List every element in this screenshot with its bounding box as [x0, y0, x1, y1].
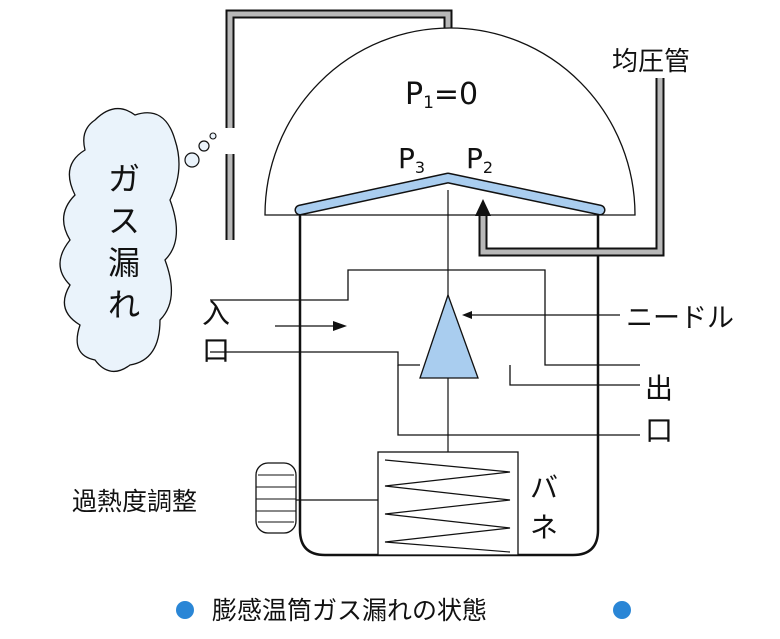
p1-label: P1=0	[405, 77, 478, 113]
outlet-char-1: 出	[645, 372, 673, 405]
spring-coil	[384, 459, 511, 553]
outlet-char-2: 口	[645, 414, 673, 447]
bullet-icon	[613, 601, 631, 619]
spring-box	[377, 451, 519, 556]
needle-label: ニードル	[626, 303, 734, 334]
superheat-label: 過熱度調整	[72, 487, 197, 516]
gas-leak-char-1: ガ	[108, 160, 140, 198]
gas-leak-cloud	[59, 108, 217, 372]
spring-char-2: ネ	[530, 511, 558, 544]
equalizer-label: 均圧管	[612, 47, 690, 77]
needle-pointer-icon	[462, 311, 472, 319]
spring-char-1: バ	[530, 471, 558, 504]
caption: 膨感温筒ガス漏れの状態	[212, 596, 487, 625]
inlet-char-1: 入	[202, 297, 230, 330]
needle-cone	[419, 293, 479, 379]
gas-leak-char-2: ス	[108, 202, 140, 240]
inlet-arrow-icon	[333, 321, 347, 331]
inlet-char-2: 口	[202, 334, 230, 367]
p3-label: P3	[398, 142, 425, 177]
arrow-up-icon	[475, 199, 491, 216]
bullet-icon	[176, 601, 194, 619]
p2-label: P2	[466, 142, 493, 177]
gas-leak-char-4: れ	[108, 286, 140, 324]
superheat-adjust-knob	[255, 462, 378, 534]
gas-leak-char-3: 漏	[108, 244, 140, 282]
equalizer-tube	[475, 78, 665, 257]
diaphragm-dome	[264, 27, 636, 216]
flow-channels	[210, 269, 640, 436]
